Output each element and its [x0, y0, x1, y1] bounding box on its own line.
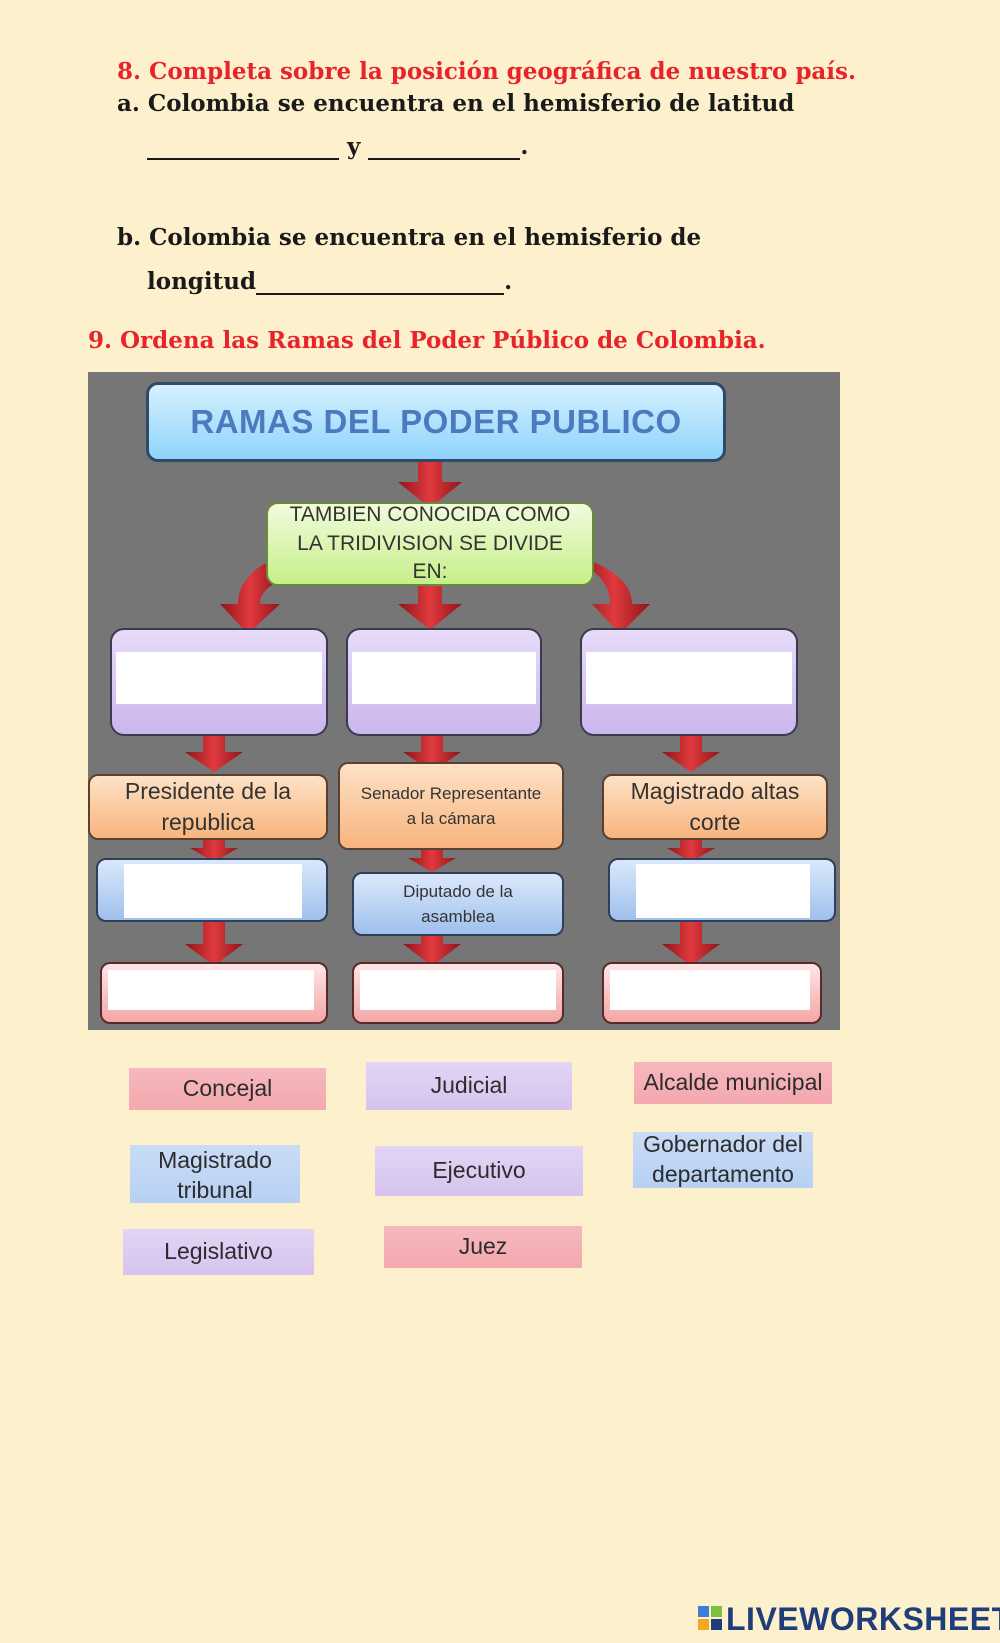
drop-zone-level4-middle[interactable] — [360, 970, 556, 1010]
arrow-curved-left-icon — [220, 562, 280, 634]
arrow-down-icon — [408, 850, 456, 872]
branch-box-middle — [346, 628, 542, 736]
chip-judicial[interactable]: Judicial — [366, 1062, 572, 1110]
latitude-blank-2[interactable] — [368, 136, 521, 160]
diagram-arrows — [185, 460, 720, 966]
diagram-header: RAMAS DEL PODER PUBLICO — [146, 382, 726, 462]
drop-zone-branch-1[interactable] — [116, 652, 322, 704]
longitude-blank[interactable] — [256, 271, 505, 295]
drop-zone-branch-2[interactable] — [352, 652, 536, 704]
level4-box-middle — [352, 962, 564, 1024]
question-8-title: 8. Completa sobre la posición geográfica… — [117, 58, 856, 85]
chip-magistrado-tribunal[interactable]: Magistrado tribunal — [130, 1145, 300, 1203]
arrow-curved-right-icon — [578, 560, 650, 634]
arrow-down-icon — [185, 920, 243, 966]
question-8b-line: longitud. — [147, 268, 512, 295]
question-8a-blanks: y . — [147, 133, 528, 160]
brand-name: LIVEWORKSHEETS — [726, 1601, 1000, 1637]
liveworksheets-logo-icon — [698, 1606, 722, 1630]
diagram-subheader: TAMBIEN CONOCIDA COMO LA TRIDIVISION SE … — [266, 502, 594, 586]
executive-national-box: Presidente de la republica — [88, 774, 328, 840]
branches-diagram: RAMAS DEL PODER PUBLICO TAMBIEN CONOCIDA… — [88, 372, 840, 1030]
arrow-down-icon — [190, 840, 238, 862]
chip-juez[interactable]: Juez — [384, 1226, 582, 1268]
level4-box-right — [602, 962, 822, 1024]
arrow-down-icon — [662, 920, 720, 966]
question-8a-text: a. Colombia se encuentra en el hemisferi… — [117, 90, 795, 117]
level3-box-left — [96, 858, 328, 922]
drop-zone-branch-3[interactable] — [586, 652, 792, 704]
arrow-down-icon — [403, 736, 461, 772]
arrow-down-icon — [398, 460, 462, 508]
question-8b-text: b. Colombia se encuentra en el hemisferi… — [117, 224, 702, 251]
question-9-title: 9. Ordena las Ramas del Poder Público de… — [88, 327, 766, 354]
drop-zone-level3-right[interactable] — [636, 864, 810, 918]
drop-zone-level3-left[interactable] — [124, 864, 302, 918]
chip-ejecutivo[interactable]: Ejecutivo — [375, 1146, 583, 1196]
arrow-down-icon — [403, 934, 461, 966]
branch-box-left — [110, 628, 328, 736]
arrow-down-icon — [662, 736, 720, 772]
longitude-label: longitud — [147, 268, 257, 295]
drop-zone-level4-right[interactable] — [610, 970, 810, 1010]
chip-concejal[interactable]: Concejal — [129, 1068, 326, 1110]
legislative-regional-box: Diputado de la asamblea — [352, 872, 564, 936]
latitude-blank-1[interactable] — [147, 136, 339, 160]
arrow-down-icon — [185, 736, 243, 772]
period-mark: . — [504, 268, 513, 295]
chip-alcalde-municipal[interactable]: Alcalde municipal — [634, 1062, 832, 1104]
branch-box-right — [580, 628, 798, 736]
level3-box-right — [608, 858, 836, 922]
chip-gobernador-departamento[interactable]: Gobernador del departamento — [633, 1131, 813, 1188]
level4-box-left — [100, 962, 328, 1024]
chip-legislativo[interactable]: Legislativo — [123, 1229, 314, 1275]
arrow-down-icon — [398, 582, 462, 630]
legislative-national-box: Senador Representante a la cámara — [338, 762, 564, 850]
period-mark: . — [520, 133, 529, 160]
arrow-down-icon — [667, 840, 715, 862]
judicial-national-box: Magistrado altas corte — [602, 774, 828, 840]
and-label: y — [347, 133, 361, 160]
drop-zone-level4-left[interactable] — [108, 970, 314, 1010]
